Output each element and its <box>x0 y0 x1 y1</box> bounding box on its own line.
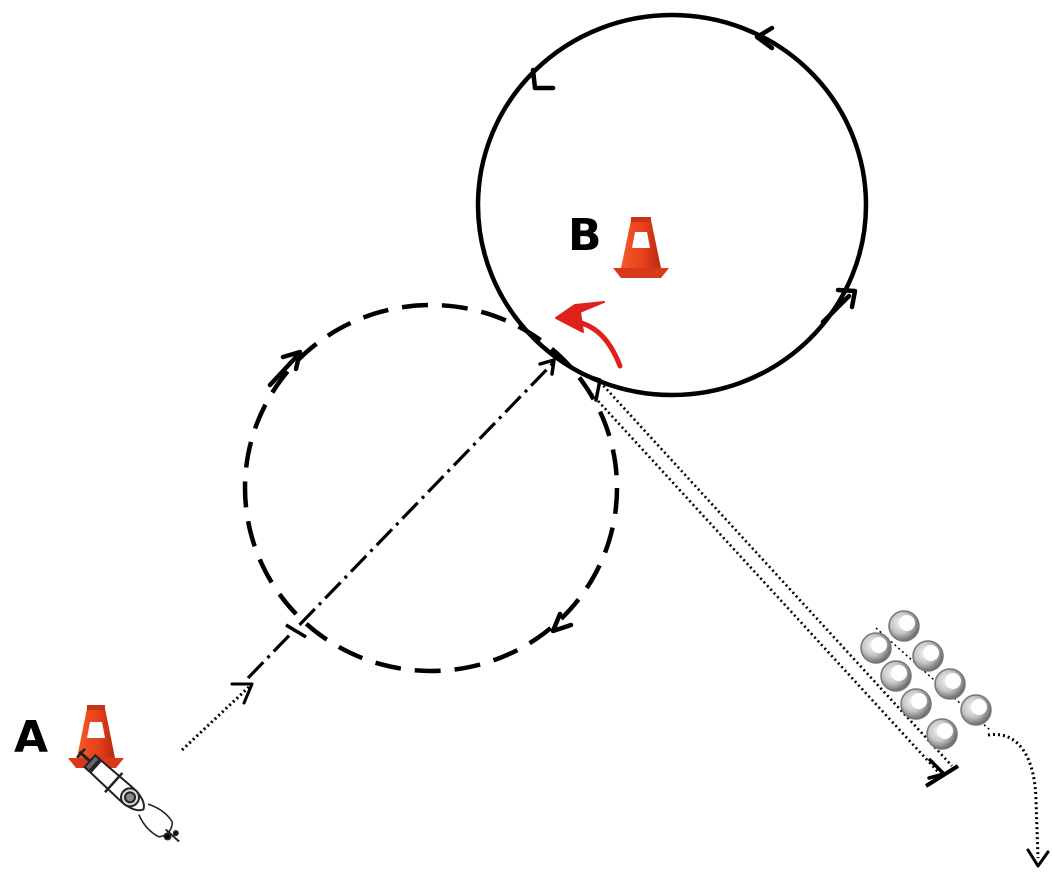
cross-tick <box>286 625 306 637</box>
motorcycle-icon <box>71 742 188 851</box>
arrowhead <box>533 70 553 88</box>
arrowhead <box>540 360 554 374</box>
tire <box>935 669 965 699</box>
dashed-circle-arrows <box>270 352 571 631</box>
tire <box>961 695 991 725</box>
dotted-entry-path <box>182 686 250 750</box>
turn-arrow <box>556 302 620 366</box>
solid-circle-arrows <box>533 28 855 322</box>
dotted-exit-path <box>588 382 952 774</box>
tire <box>889 611 919 641</box>
arrowhead <box>232 684 252 703</box>
dotted-exit-curve <box>988 734 1038 858</box>
arrow-tick <box>823 296 849 322</box>
arrow-tick <box>270 356 297 385</box>
tire <box>901 689 931 719</box>
tire <box>861 633 891 663</box>
traffic-cone-icon <box>613 217 669 278</box>
tire <box>881 661 911 691</box>
tire <box>913 641 943 671</box>
point-b-label: B <box>568 210 602 261</box>
point-a-label: A <box>14 712 48 763</box>
tire <box>927 719 957 749</box>
